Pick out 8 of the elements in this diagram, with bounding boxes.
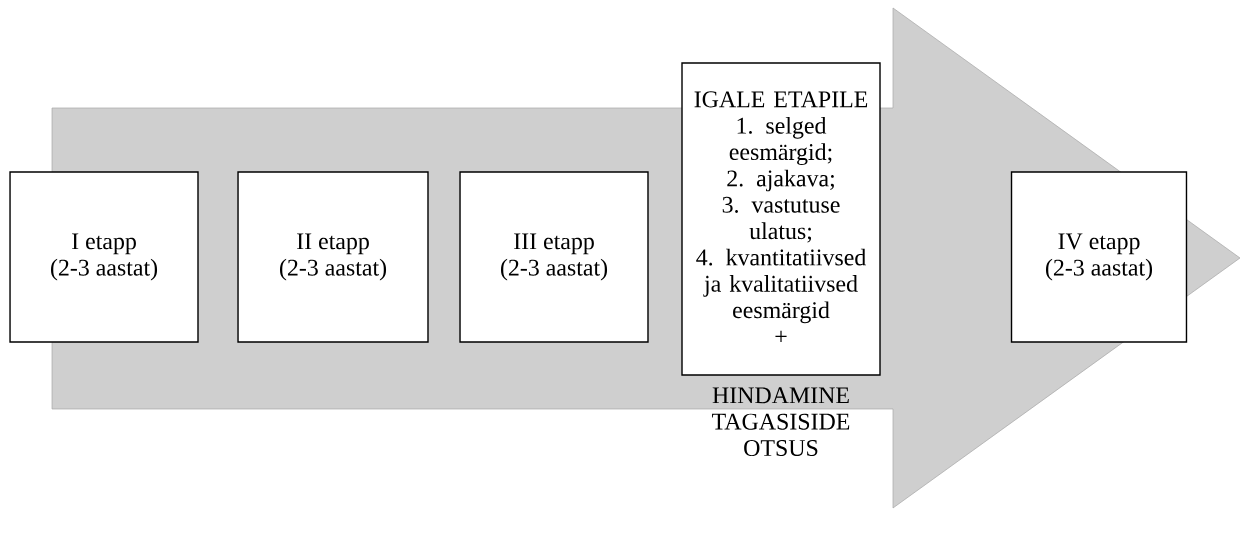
stage-box: I etapp (2-3 aastat) bbox=[9, 171, 199, 343]
node-label: OTSUS bbox=[744, 440, 818, 457]
node-label: TAGASISIDE bbox=[712, 413, 850, 430]
stage-box: IV etapp (2-3 aastat) bbox=[1010, 171, 1188, 343]
stage-box: II etapp (2-3 aastat) bbox=[237, 171, 429, 343]
stage-box: IGALE ETAPILE 1. selged eesmärgid; 2. ajakava; 3. vastutuse ulatus; 4. kvantitatiivsed ja kvalitatiivsed eesmärgid + HINDAMINE TAGASISIDE OTSUS bbox=[681, 62, 881, 457]
node-label: HINDAMINE bbox=[712, 387, 849, 404]
stage-box: III etapp (2-3 aastat) bbox=[459, 171, 649, 343]
